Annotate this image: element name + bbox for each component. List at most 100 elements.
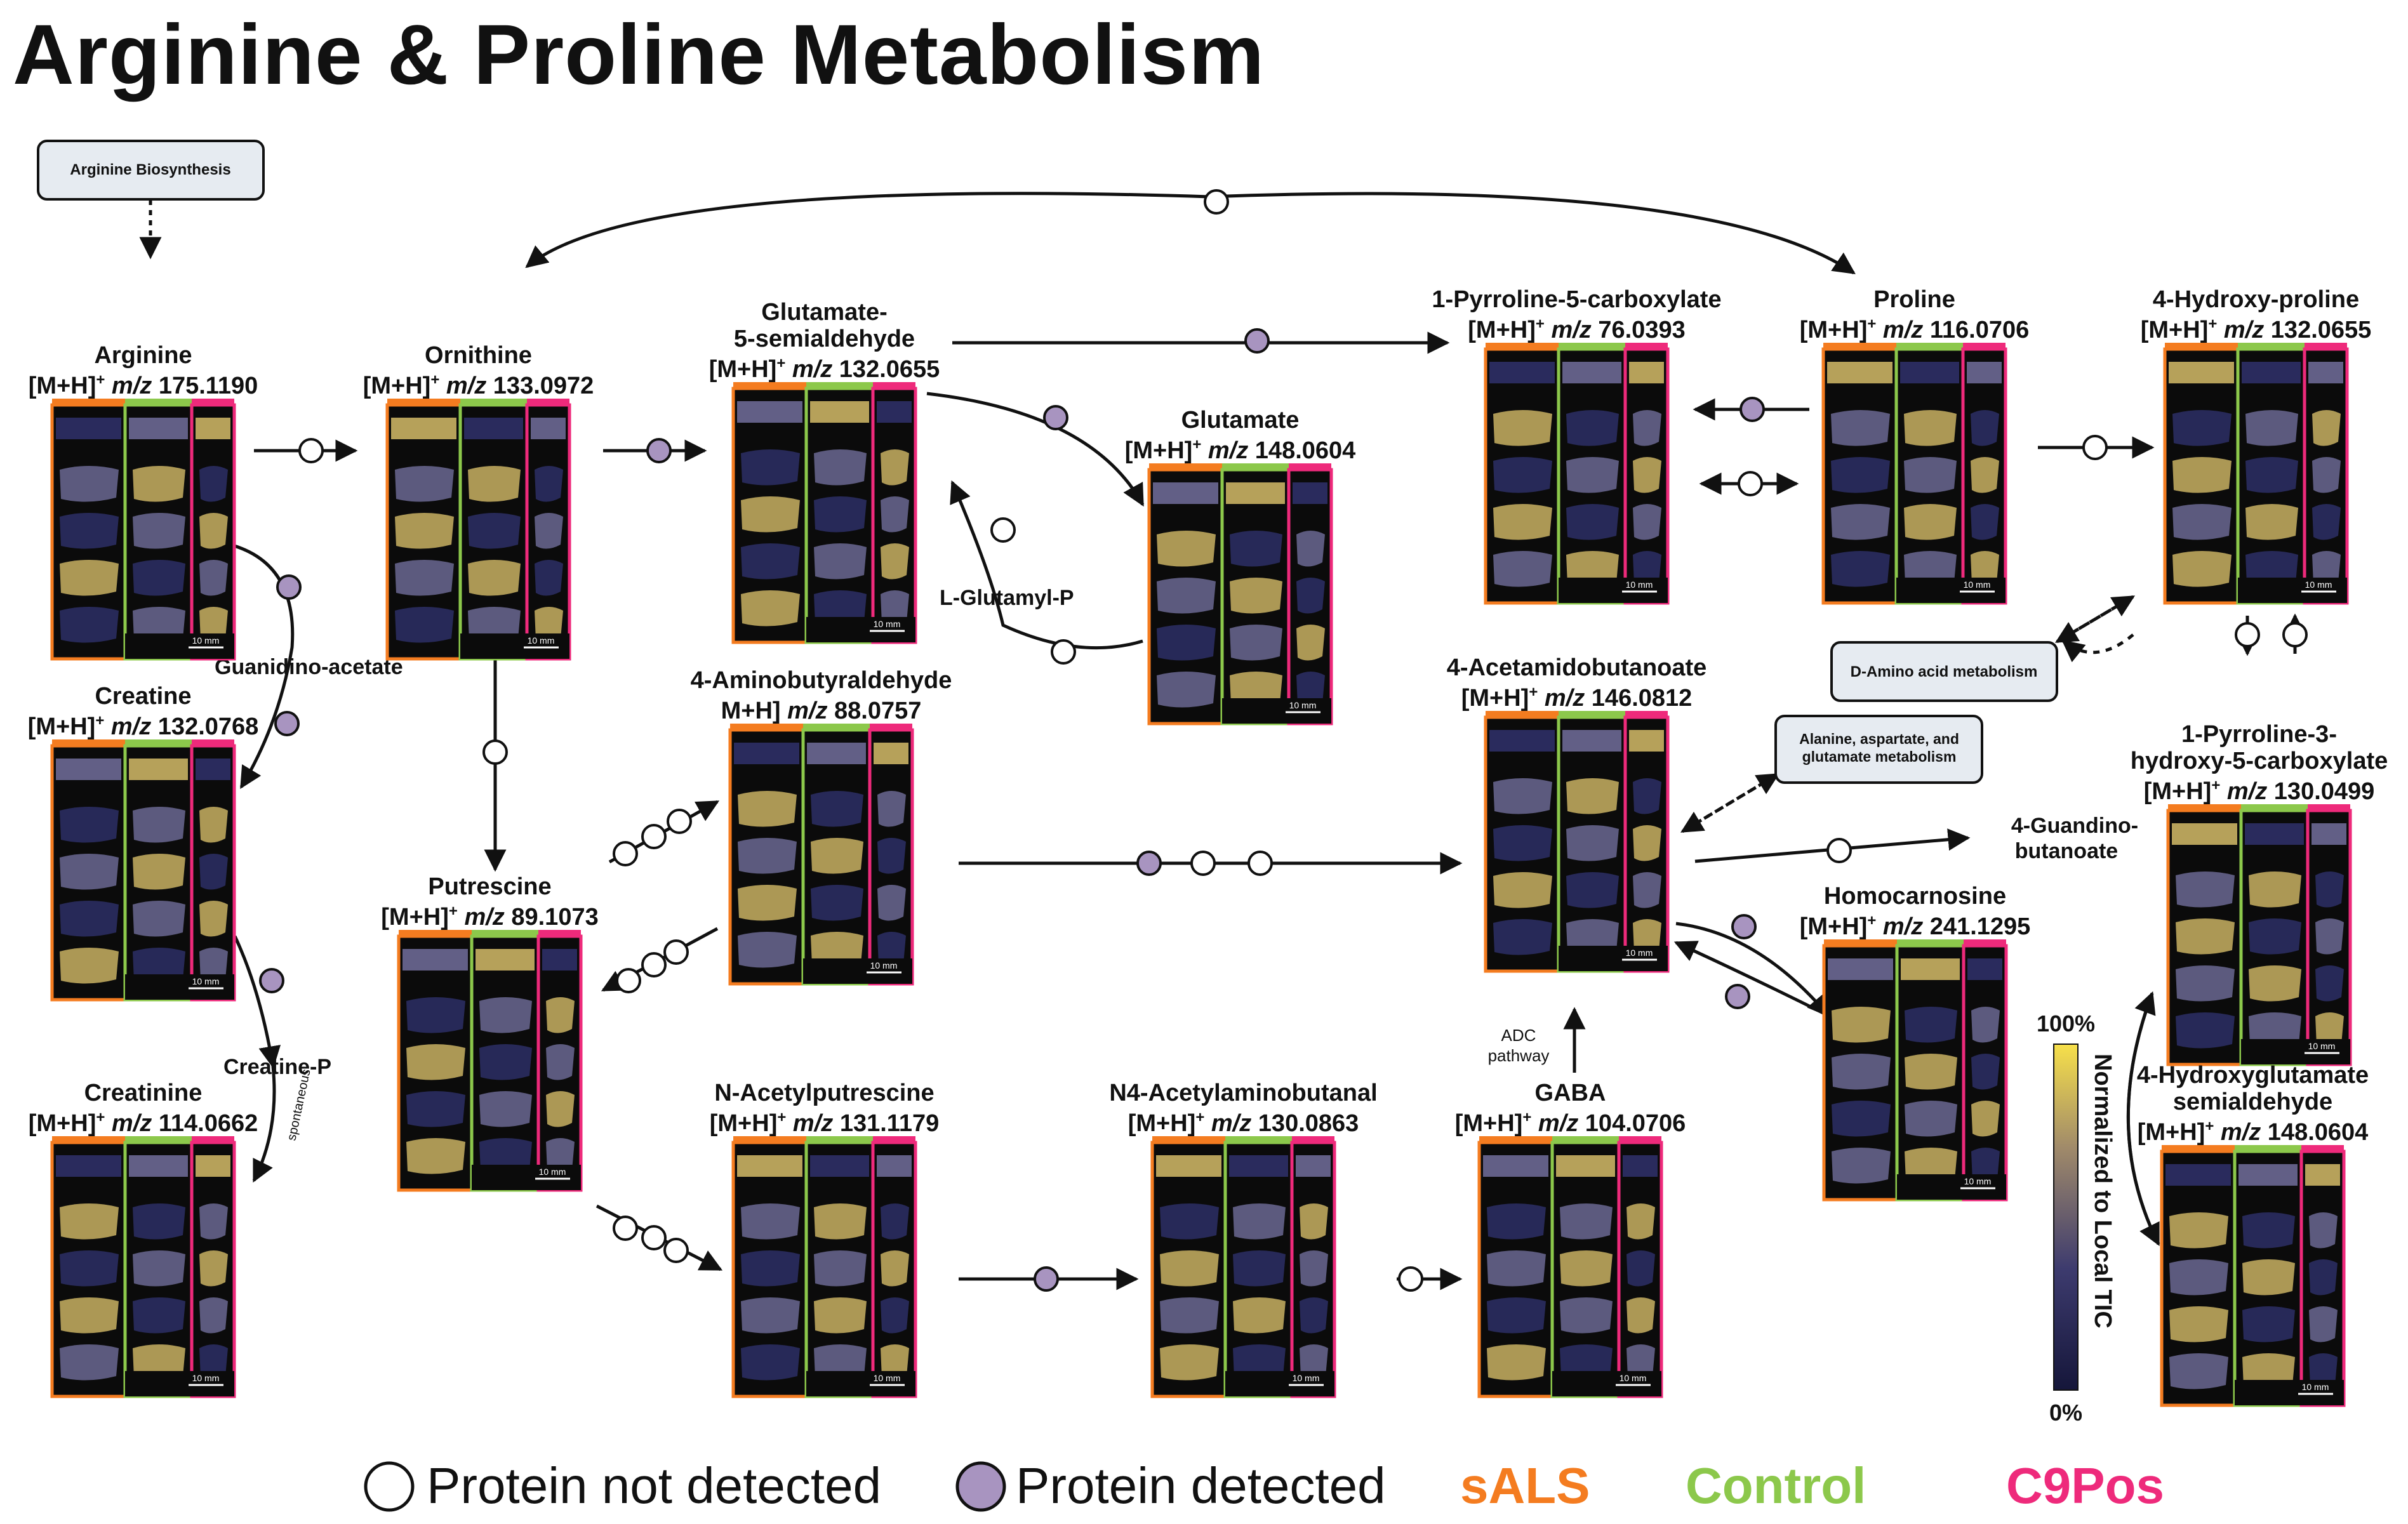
scale-bar-label: 10 mm bbox=[874, 1373, 901, 1383]
tissue-section bbox=[741, 1203, 800, 1240]
metabolite-name: semialdehyde bbox=[2173, 1089, 2332, 1115]
metabolite-mz: [M+H]+ m/z 175.1190 bbox=[29, 371, 258, 399]
pathway-box-alanine[interactable]: Alanine, aspartate, and glutamate metabo… bbox=[1774, 715, 1983, 784]
tissue-strip bbox=[737, 401, 802, 423]
tissue-section bbox=[60, 948, 119, 984]
tissue-section bbox=[1832, 1007, 1891, 1043]
metabolite-mz: [M+H]+ m/z 132.0655 bbox=[709, 355, 940, 383]
tissue-strip bbox=[1556, 1155, 1615, 1177]
tissue-strip bbox=[1623, 1155, 1658, 1177]
tissue-section bbox=[60, 854, 119, 890]
tissue-section bbox=[479, 1044, 532, 1080]
tissue-section bbox=[814, 1250, 867, 1287]
tissue-strip bbox=[129, 1155, 188, 1177]
tissue-strip bbox=[1562, 362, 1621, 383]
colorbar: 100% 0% Normalized to Local TIC bbox=[2037, 1010, 2116, 1426]
protein-not-detected-marker bbox=[1826, 838, 1852, 863]
scale-bar-label: 10 mm bbox=[1620, 1373, 1647, 1383]
protein-detected-marker bbox=[1731, 914, 1757, 939]
tissue-section bbox=[1633, 410, 1661, 446]
metabolite-mz: [M+H]+ m/z 130.0863 bbox=[1128, 1109, 1359, 1137]
pathway-box-arginine-biosynthesis[interactable]: Arginine Biosynthesis bbox=[37, 140, 265, 201]
metabolite-mz: [M+H]+ m/z 133.0972 bbox=[363, 371, 594, 399]
tissue-section bbox=[1626, 1203, 1655, 1240]
tissue-strip bbox=[2169, 362, 2234, 383]
metabolite-p5c[interactable]: 1-Pyrroline-5-carboxylate[M+H]+ m/z 76.0… bbox=[1432, 286, 1722, 605]
ms-image-panel: 10 mm bbox=[731, 382, 917, 644]
metabolite-acetylaminobutanal[interactable]: N4-Acetylaminobutanal[M+H]+ m/z 130.0863… bbox=[1109, 1080, 1378, 1398]
tissue-section bbox=[479, 1091, 532, 1127]
tissue-section bbox=[133, 466, 185, 502]
tissue-section bbox=[1157, 625, 1216, 661]
legend-detected: Protein detected bbox=[1016, 1457, 1386, 1514]
reaction-arrow bbox=[2054, 595, 2134, 644]
c9pos-column-header bbox=[1625, 711, 1668, 717]
tissue-section bbox=[395, 607, 454, 643]
tissue-section bbox=[1493, 504, 1552, 540]
tissue-section bbox=[741, 543, 800, 580]
sals-column-header bbox=[52, 399, 125, 405]
reaction-arrow bbox=[525, 192, 1210, 268]
tissue-section bbox=[2242, 1212, 2295, 1249]
protein-not-detected-marker bbox=[990, 517, 1016, 543]
ms-image-panel: 10 mm bbox=[731, 1136, 917, 1398]
control-column-header bbox=[2235, 1145, 2301, 1151]
metabolite-p3h5c[interactable]: 1-Pyrroline-3-hydroxy-5-carboxylate[M+H]… bbox=[2131, 721, 2388, 1066]
metabolite-acetylputrescine[interactable]: N-Acetylputrescine[M+H]+ m/z 131.117910 … bbox=[710, 1080, 940, 1398]
tissue-section bbox=[1160, 1297, 1219, 1334]
sals-column-header bbox=[52, 739, 125, 746]
c9pos-column-header bbox=[192, 1136, 234, 1143]
tissue-section bbox=[60, 466, 119, 502]
metabolite-mz: [M+H]+ m/z 148.0604 bbox=[1125, 436, 1356, 464]
ms-image-panel: 10 mm bbox=[1150, 1136, 1336, 1398]
tissue-section bbox=[1230, 578, 1282, 614]
tissue-section bbox=[1487, 1203, 1546, 1240]
tissue-section bbox=[1300, 1297, 1328, 1334]
protein-not-detected-marker bbox=[1190, 851, 1216, 876]
metabolite-name: 4-Hydroxyglutamate bbox=[2137, 1062, 2369, 1089]
tissue-strip bbox=[807, 743, 866, 764]
tissue-strip bbox=[464, 418, 523, 439]
metabolite-glutamate_sa[interactable]: Glutamate-5-semialdehyde[M+H]+ m/z 132.0… bbox=[709, 299, 940, 644]
metabolite-acetamidobutanoate[interactable]: 4-Acetamidobutanoate[M+H]+ m/z 146.08121… bbox=[1447, 654, 1707, 973]
metabolite-name: 4-Acetamidobutanoate bbox=[1447, 654, 1707, 681]
tissue-section bbox=[2242, 1306, 2295, 1342]
scale-bar-label: 10 mm bbox=[528, 635, 555, 646]
protein-not-detected-marker bbox=[482, 739, 508, 765]
ms-image-panel: 10 mm bbox=[397, 930, 583, 1192]
tissue-strip bbox=[877, 1155, 912, 1177]
legend-not-detected-marker bbox=[364, 1461, 415, 1512]
tissue-strip bbox=[1153, 482, 1218, 504]
tissue-section bbox=[1233, 1203, 1286, 1240]
legend-c9pos: C9Pos bbox=[2006, 1457, 2164, 1514]
tissue-section bbox=[546, 1044, 575, 1080]
tissue-section bbox=[60, 807, 119, 843]
tissue-section bbox=[1633, 872, 1661, 908]
tissue-strip bbox=[1293, 482, 1327, 504]
control-column-header bbox=[125, 1136, 192, 1143]
tissue-section bbox=[2312, 504, 2341, 540]
metabolite-mz: [M+H]+ m/z 116.0706 bbox=[1800, 315, 2030, 343]
protein-detected-marker bbox=[646, 438, 672, 463]
tissue-strip bbox=[877, 401, 912, 423]
metabolite-mz: [M+H]+ m/z 132.0655 bbox=[2141, 315, 2372, 343]
tissue-section bbox=[1831, 504, 1890, 540]
tissue-section bbox=[199, 901, 228, 937]
tissue-section bbox=[738, 791, 797, 827]
pathway-box-d-amino[interactable]: D-Amino acid metabolism bbox=[1830, 641, 2058, 702]
tissue-section bbox=[406, 997, 465, 1033]
metabolite-name: Putrescine bbox=[428, 873, 551, 900]
tissue-section bbox=[1493, 919, 1552, 955]
